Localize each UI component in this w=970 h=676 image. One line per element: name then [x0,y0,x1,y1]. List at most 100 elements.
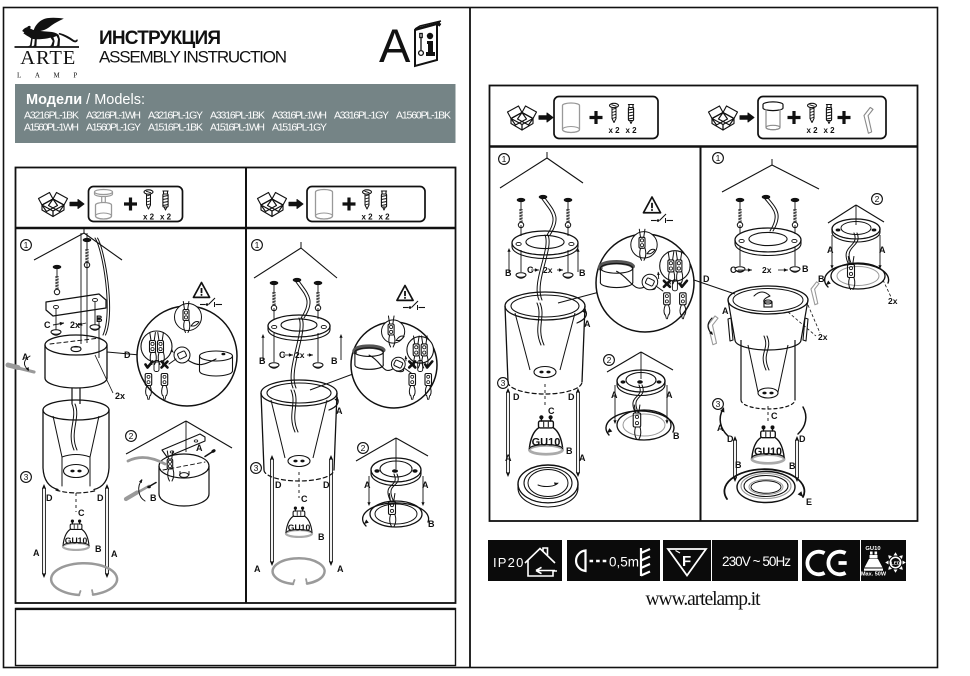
svg-text:Модели / Models:: Модели / Models: [26,92,145,108]
svg-text:A: A [717,423,724,433]
svg-text:A3216PL-1WH: A3216PL-1WH [86,110,141,122]
svg-text:x 2: x 2 [608,126,620,135]
svg-text:1: 1 [255,240,260,250]
svg-text:A: A [584,319,591,329]
svg-text:B: B [259,356,266,366]
svg-text:A: A [33,548,40,558]
svg-text:x 2: x 2 [160,213,172,222]
svg-text:A1516PL-1GY: A1516PL-1GY [272,122,327,134]
svg-text:C: C [548,406,555,416]
svg-text:2: 2 [607,355,612,365]
svg-text:Max. 50W: Max. 50W [861,572,887,578]
svg-text:A1560PL-1BK: A1560PL-1BK [396,110,451,122]
svg-text:B: B [735,460,742,470]
svg-text:A: A [196,443,203,453]
svg-text:www.artelamp.it: www.artelamp.it [646,589,762,610]
svg-text:C: C [279,350,286,360]
svg-text:B: B [428,519,435,529]
svg-text:B: B [95,544,102,554]
svg-text:C: C [78,508,85,518]
svg-text:A1516PL-1BK: A1516PL-1BK [148,122,203,134]
svg-text:3: 3 [501,378,506,388]
svg-text:GU10: GU10 [288,522,311,532]
svg-text:A3316PL-1BK: A3316PL-1BK [210,110,265,122]
svg-text:GU10: GU10 [754,446,782,458]
svg-text:GU10: GU10 [65,535,88,545]
svg-text:ARTE: ARTE [20,47,75,69]
svg-text:D: D [799,434,806,444]
svg-text:x 2: x 2 [823,126,835,135]
svg-text:C: C [44,320,51,330]
svg-text:B: B [150,493,157,503]
svg-text:F: F [682,553,691,570]
svg-text:D: D [513,392,520,402]
svg-text:A: A [722,306,729,316]
svg-text:3: 3 [24,472,29,482]
svg-text:LAMP: LAMP [17,72,91,80]
svg-text:B: B [818,274,825,284]
svg-text:2x: 2x [70,320,80,330]
svg-text:A: A [111,549,118,559]
svg-text:2: 2 [129,431,134,441]
svg-text:ASSEMBLY INSTRUCTION: ASSEMBLY INSTRUCTION [99,48,287,67]
svg-text:x 2: x 2 [143,213,155,222]
svg-text:1: 1 [716,153,721,163]
svg-text:A: A [254,564,261,574]
svg-text:A3316PL-1WH: A3316PL-1WH [272,110,327,122]
svg-text:A1560PL-1WH: A1560PL-1WH [24,122,79,134]
svg-text:3: 3 [716,399,721,409]
svg-text:2x: 2x [888,296,898,306]
svg-text:ИНСТРУКЦИЯ: ИНСТРУКЦИЯ [99,28,221,49]
svg-text:A: A [422,480,429,490]
svg-text:IP20: IP20 [493,555,525,570]
svg-text:A: A [505,453,512,463]
svg-text:B: B [566,446,573,456]
svg-text:A3216PL-1BK: A3216PL-1BK [24,110,79,122]
svg-text:1: 1 [502,154,507,164]
svg-text:E: E [806,497,812,507]
svg-text:A: A [666,390,673,400]
svg-text:x 2: x 2 [361,213,373,222]
svg-text:A: A [22,352,29,362]
svg-text:A: A [337,564,344,574]
svg-text:A: A [611,390,618,400]
svg-text:B: B [579,268,586,278]
svg-text:GU10: GU10 [532,437,561,449]
svg-text:A: A [379,19,411,72]
svg-text:C: C [527,265,534,275]
svg-text:A1516PL-1WH: A1516PL-1WH [210,122,265,134]
svg-text:D: D [46,493,53,503]
svg-text:x 2: x 2 [625,126,637,135]
svg-text:LED: LED [891,561,901,566]
svg-text:B: B [318,532,325,542]
svg-text:3: 3 [254,463,259,473]
svg-text:x 2: x 2 [378,213,390,222]
svg-text:B: B [789,461,796,471]
svg-text:A: A [879,245,886,255]
svg-text:2: 2 [875,194,880,204]
svg-text:A3216PL-1GY: A3216PL-1GY [148,110,203,122]
svg-text:C: C [730,265,737,275]
svg-text:D: D [275,480,282,490]
svg-text:B: B [331,356,338,366]
svg-text:A3316PL-1GY: A3316PL-1GY [334,110,389,122]
svg-text:A: A [827,245,834,255]
svg-text:2: 2 [361,443,366,453]
svg-text:D: D [323,480,330,490]
svg-text:D: D [703,274,710,284]
svg-text:B: B [673,431,680,441]
svg-text:D: D [124,350,131,360]
svg-text:1: 1 [24,240,29,250]
svg-text:2x: 2x [762,265,772,275]
svg-text:2x: 2x [295,350,305,360]
svg-text:B: B [802,264,809,274]
svg-text:A: A [364,480,371,490]
svg-text:A1560PL-1GY: A1560PL-1GY [86,122,141,134]
svg-text:2x: 2x [115,391,125,401]
svg-text:2x: 2x [543,265,553,275]
svg-text:C: C [771,411,778,421]
svg-text:D: D [568,392,575,402]
svg-text:D: D [97,493,104,503]
svg-text:230V ~ 50Hz: 230V ~ 50Hz [722,554,791,569]
svg-text:GU10: GU10 [865,546,880,552]
